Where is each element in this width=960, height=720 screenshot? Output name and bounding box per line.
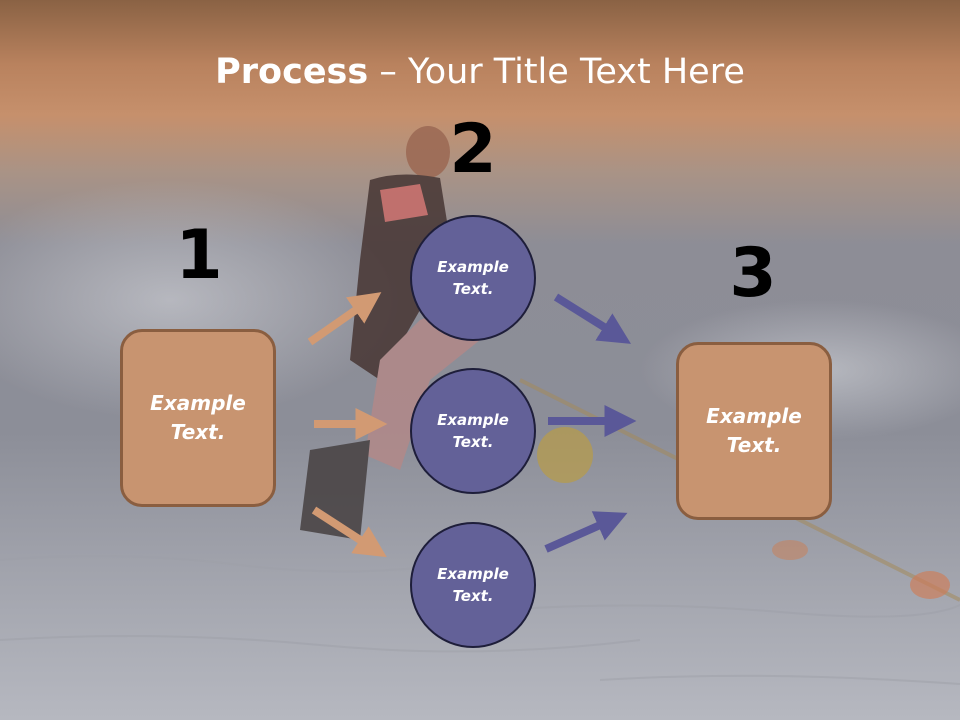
arrow-bottom-to-right bbox=[544, 511, 628, 553]
water-ripples bbox=[0, 555, 960, 685]
arrow-left-to-bottom bbox=[311, 506, 387, 558]
title-rest: – Your Title Text Here bbox=[368, 52, 745, 92]
right-box-text: Example Text. bbox=[706, 404, 802, 457]
left-box-text: Example Text. bbox=[150, 391, 246, 444]
circle-bottom: Example Text. bbox=[410, 522, 536, 648]
arrow-top-to-right bbox=[553, 293, 631, 344]
circle-top: Example Text. bbox=[410, 215, 536, 341]
step-number-2: 2 bbox=[449, 110, 497, 189]
title-bold: Process bbox=[215, 52, 369, 92]
water-spray bbox=[0, 180, 400, 420]
step-number-1: 1 bbox=[175, 216, 223, 295]
step-number-3: 3 bbox=[729, 234, 777, 313]
circle-bottom-text: Example Text. bbox=[437, 564, 509, 606]
circle-middle: Example Text. bbox=[410, 368, 536, 494]
right-box: Example Text. bbox=[676, 342, 832, 520]
slide-title: Process – Your Title Text Here bbox=[0, 52, 960, 92]
left-box: Example Text. bbox=[120, 329, 276, 507]
arrow-left-to-top bbox=[307, 292, 382, 346]
circle-middle-text: Example Text. bbox=[437, 410, 509, 452]
circle-top-text: Example Text. bbox=[437, 257, 509, 299]
